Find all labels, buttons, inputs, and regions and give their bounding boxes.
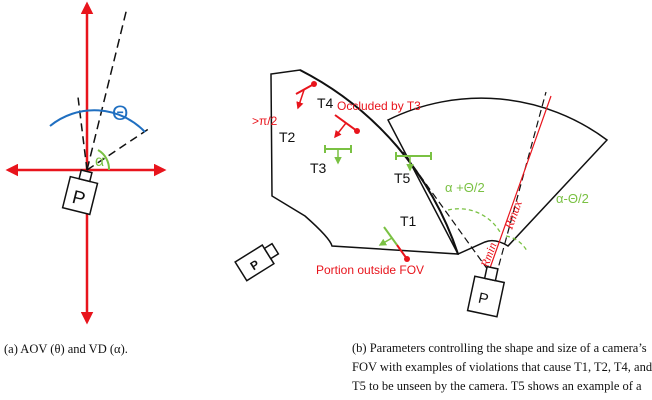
alpha-label: α <box>95 153 104 170</box>
main-camera-label: P <box>477 290 490 309</box>
gt-pi-half-label: >π/2 <box>252 114 278 128</box>
panel-a: Θ α P <box>5 1 167 325</box>
fov-sector-left <box>270 69 460 255</box>
t1-label: T1 <box>400 213 417 229</box>
rmin-label: Rmin <box>477 240 499 270</box>
view-direction-line <box>86 7 128 171</box>
angle-arc-plus <box>447 208 501 233</box>
caption-b-line: T5 to be unseen by the camera. T5 shows … <box>352 379 642 393</box>
panel-b: α +Θ/2 α-Θ/2 Rmax Rmin P P >π/2 T2 <box>234 69 609 318</box>
alpha-minus-label: α-Θ/2 <box>556 191 589 206</box>
alpha-arc <box>97 149 111 171</box>
target-t5 <box>395 152 432 172</box>
target-t1 <box>378 226 410 262</box>
caption-a: (a) AOV (θ) and VD (α). <box>4 342 128 356</box>
target-t4 <box>334 114 360 139</box>
t2-label: T2 <box>279 129 296 145</box>
bisector-dashed <box>495 91 547 277</box>
theta-arc <box>49 109 146 133</box>
main-camera-icon: P <box>466 265 506 318</box>
outside-fov-label: Portion outside FOV <box>316 263 424 277</box>
angle-arc-minus <box>505 235 528 252</box>
occluded-label: Occluded by T3 <box>337 99 421 113</box>
rmax-line <box>489 95 552 269</box>
theta-label: Θ <box>112 102 128 125</box>
fov-boundary-left <box>77 96 88 171</box>
t3-label: T3 <box>310 160 327 176</box>
camera-icon: P <box>61 169 99 216</box>
caption-b-line: FOV with examples of violations that cau… <box>352 360 652 374</box>
target-t3 <box>324 145 352 165</box>
caption-b: (b) Parameters controlling the shape and… <box>352 339 652 396</box>
alpha-plus-label: α +Θ/2 <box>445 180 485 195</box>
t4-label: T4 <box>317 95 334 111</box>
camera-label: P <box>70 187 87 210</box>
left-boundary-dashed <box>402 151 489 271</box>
fov-outer-arc <box>299 69 459 255</box>
caption-b-line: (b) Parameters controlling the shape and… <box>352 341 647 355</box>
t5-label: T5 <box>394 170 411 186</box>
fov-sector-right <box>386 97 609 255</box>
rmax-label: Rmax <box>500 198 525 232</box>
t1-direction-arrow <box>378 237 393 246</box>
small-camera-icon: P <box>234 242 280 282</box>
t4-direction-arrow <box>334 122 347 139</box>
t2-direction-arrow <box>296 89 305 110</box>
target-t2 <box>295 81 317 110</box>
